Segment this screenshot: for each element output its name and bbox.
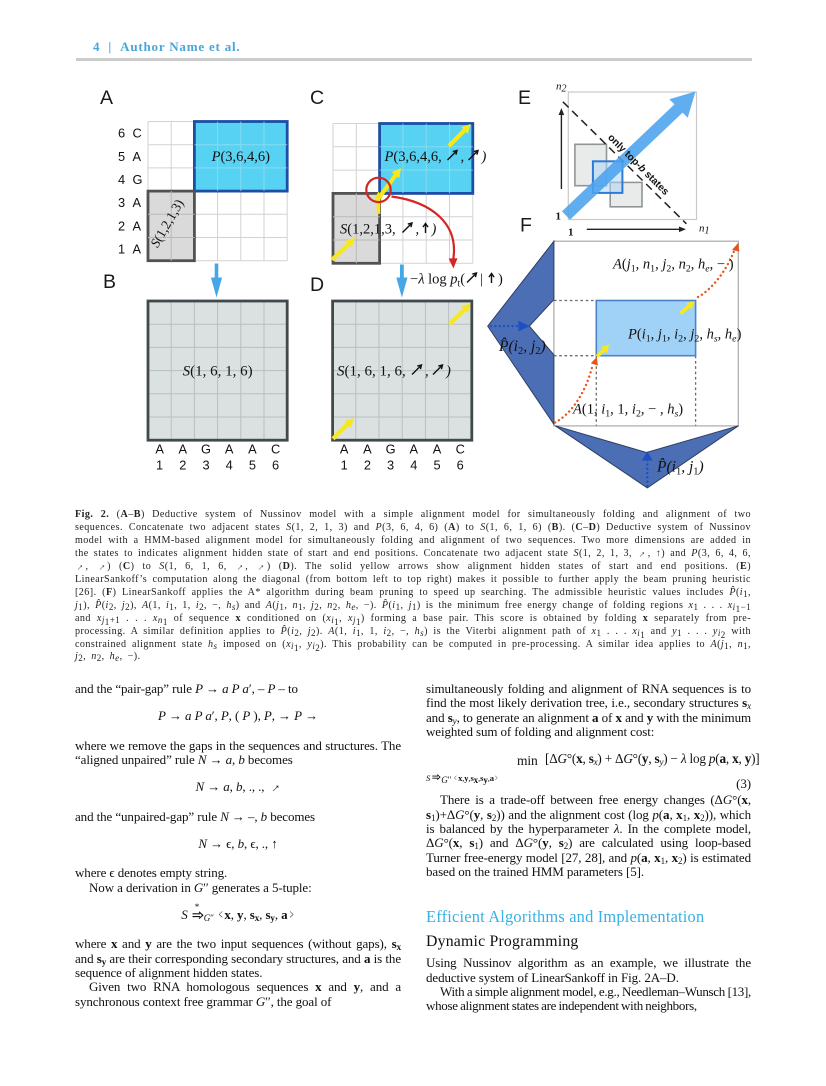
svg-text:P̂(i1, j1): P̂(i1, j1): [656, 459, 704, 478]
svg-text:3: 3: [202, 458, 209, 473]
svg-text:4: 4: [410, 458, 417, 473]
svg-text:4: 4: [118, 172, 125, 187]
svg-text:): ): [481, 149, 487, 165]
svg-text:P̂(i2, j2): P̂(i2, j2): [498, 338, 546, 357]
svg-text:6: 6: [457, 458, 464, 473]
svg-text:3: 3: [118, 195, 125, 210]
svg-text:,: ,: [461, 149, 465, 165]
svg-text:n2: n2: [556, 81, 567, 95]
svg-text:C: C: [310, 87, 324, 109]
svg-text:G: G: [133, 172, 143, 187]
svg-text:S(1, 6, 1, 6): S(1, 6, 1, 6): [183, 364, 253, 380]
svg-text:F: F: [520, 215, 532, 237]
svg-text:): ): [431, 222, 437, 238]
svg-text:A(j1, n1, j2, n2, he, − ): A(j1, n1, j2, n2, he, − ): [612, 257, 734, 275]
svg-text:A: A: [155, 442, 164, 457]
svg-text:A: A: [133, 242, 142, 257]
svg-text:E: E: [518, 87, 531, 109]
svg-text:A: A: [340, 442, 349, 457]
svg-text:): ): [498, 272, 503, 288]
svg-text:4: 4: [226, 458, 233, 473]
svg-text:,: ,: [416, 222, 420, 238]
svg-text:S(1,2,1,3,: S(1,2,1,3,: [340, 222, 396, 238]
svg-text:1: 1: [568, 227, 574, 239]
svg-text:n1: n1: [699, 223, 710, 237]
svg-text:A: A: [363, 442, 372, 457]
svg-text:A(1, i1, 1, i2, − , hs): A(1, i1, 1, i2, − , hs): [572, 402, 683, 420]
svg-text:C: C: [456, 442, 465, 457]
svg-text:B: B: [103, 271, 116, 293]
svg-text:A: A: [410, 442, 419, 457]
svg-text:1: 1: [156, 458, 163, 473]
svg-text:P(3,6,4,6,: P(3,6,4,6,: [384, 149, 442, 165]
svg-text:,: ,: [425, 364, 429, 380]
svg-text:2: 2: [179, 458, 186, 473]
svg-text:C: C: [133, 126, 142, 141]
svg-text:D: D: [310, 274, 324, 296]
svg-text:A: A: [133, 195, 142, 210]
svg-text:P(i1, j1, i2, j2, hs, he): P(i1, j1, i2, j2, hs, he): [627, 327, 742, 345]
svg-text:5: 5: [118, 149, 125, 164]
svg-text:|: |: [480, 272, 483, 288]
svg-text:6: 6: [118, 126, 125, 141]
svg-text:): ): [445, 364, 451, 380]
svg-text:A: A: [225, 442, 234, 457]
svg-text:A: A: [179, 442, 188, 457]
svg-text:S(1, 6, 1, 6,: S(1, 6, 1, 6,: [337, 364, 406, 380]
svg-text:C: C: [271, 442, 280, 457]
svg-text:1: 1: [556, 211, 562, 223]
svg-text:P(3,6,4,6): P(3,6,4,6): [211, 149, 271, 165]
svg-text:5: 5: [249, 458, 256, 473]
svg-text:A: A: [433, 442, 442, 457]
svg-text:2: 2: [118, 218, 125, 233]
svg-text:G: G: [386, 442, 396, 457]
svg-text:A: A: [133, 218, 142, 233]
svg-text:2: 2: [364, 458, 371, 473]
svg-text:A: A: [100, 87, 113, 109]
svg-text:6: 6: [272, 458, 279, 473]
svg-text:G: G: [201, 442, 211, 457]
svg-text:1: 1: [341, 458, 348, 473]
svg-text:A: A: [248, 442, 257, 457]
svg-text:A: A: [133, 149, 142, 164]
svg-text:1: 1: [118, 242, 125, 257]
svg-text:−λ log pt(: −λ log pt(: [410, 272, 465, 290]
svg-text:3: 3: [387, 458, 394, 473]
svg-text:5: 5: [433, 458, 440, 473]
